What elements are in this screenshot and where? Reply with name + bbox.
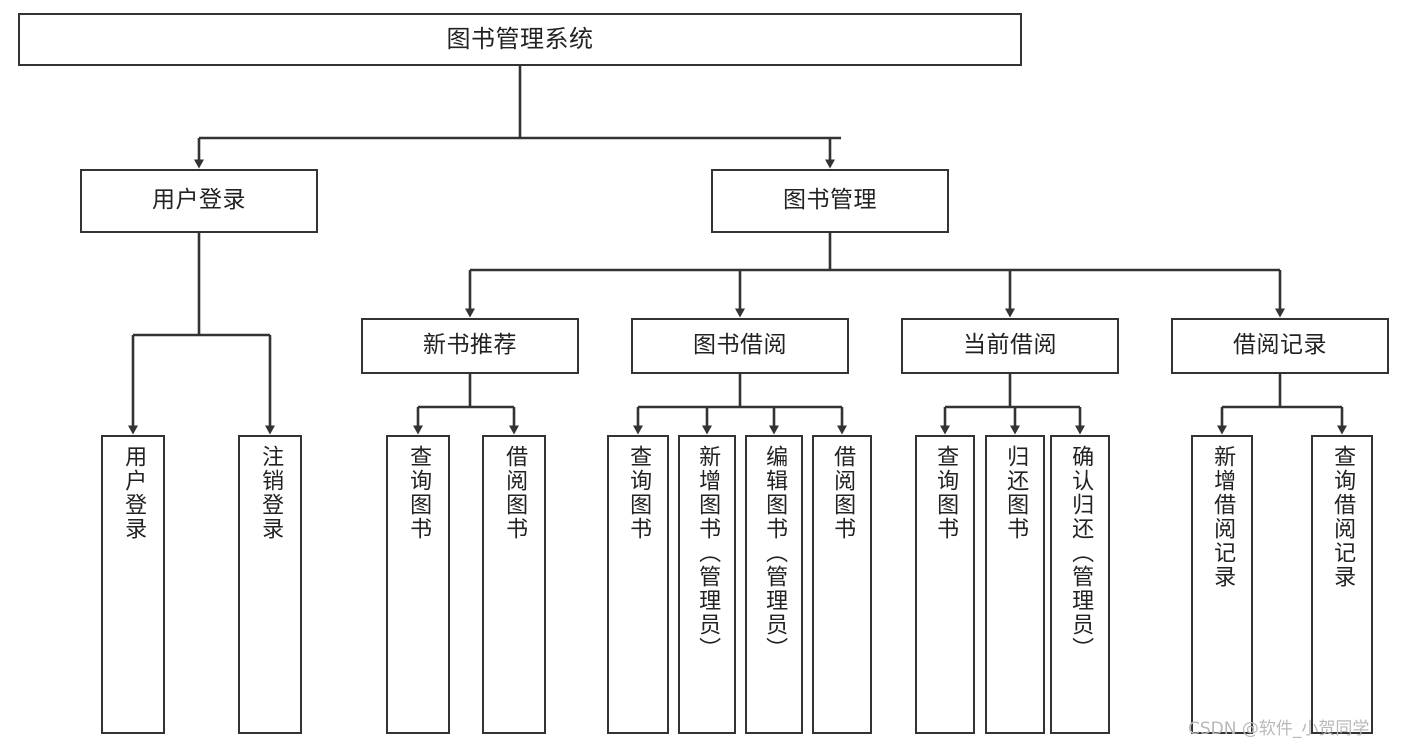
- node-root[interactable]: 图书管理系统: [18, 13, 1022, 66]
- leaf-return-book-label: 归还图书: [1003, 445, 1029, 541]
- leaf-user-login[interactable]: 用户登录: [101, 435, 165, 734]
- leaf-edit-book-admin-label: 编辑图书（管理员）: [762, 445, 788, 661]
- node-new-book-recommend-label: 新书推荐: [423, 332, 517, 359]
- leaf-add-book-admin[interactable]: 新增图书（管理员）: [678, 435, 736, 734]
- node-current-borrow-label: 当前借阅: [963, 332, 1057, 359]
- leaf-query-borrow-record-label: 查询借阅记录: [1330, 445, 1356, 589]
- leaf-add-borrow-record-label: 新增借阅记录: [1210, 445, 1236, 589]
- leaf-query-borrow-record[interactable]: 查询借阅记录: [1311, 435, 1373, 734]
- node-new-book-recommend[interactable]: 新书推荐: [361, 318, 579, 374]
- node-book-borrow-label: 图书借阅: [693, 332, 787, 359]
- leaf-query-book-current-label: 查询图书: [933, 445, 959, 541]
- leaf-add-borrow-record[interactable]: 新增借阅记录: [1191, 435, 1253, 734]
- leaf-borrow-book-newbook[interactable]: 借阅图书: [482, 435, 546, 734]
- node-borrow-record-label: 借阅记录: [1233, 332, 1327, 359]
- leaf-borrow-book[interactable]: 借阅图书: [812, 435, 872, 734]
- leaf-query-book-newbook[interactable]: 查询图书: [386, 435, 450, 734]
- leaf-add-book-admin-label: 新增图书（管理员）: [695, 445, 721, 661]
- leaf-logout[interactable]: 注销登录: [238, 435, 302, 734]
- leaf-borrow-book-label: 借阅图书: [830, 445, 856, 541]
- leaf-query-book-current[interactable]: 查询图书: [915, 435, 975, 734]
- watermark: CSDN @软件_小贺同学: [1188, 719, 1370, 739]
- node-root-label: 图书管理系统: [446, 25, 594, 54]
- leaf-edit-book-admin[interactable]: 编辑图书（管理员）: [745, 435, 803, 734]
- leaf-borrow-book-newbook-label: 借阅图书: [502, 445, 528, 541]
- leaf-confirm-return-admin[interactable]: 确认归还（管理员）: [1050, 435, 1110, 734]
- leaf-logout-label: 注销登录: [258, 445, 284, 541]
- leaf-query-book-newbook-label: 查询图书: [406, 445, 432, 541]
- leaf-query-book-borrow-label: 查询图书: [626, 445, 652, 541]
- node-borrow-record[interactable]: 借阅记录: [1171, 318, 1389, 374]
- node-book-management-label: 图书管理: [783, 187, 877, 214]
- node-user-login-label: 用户登录: [152, 187, 246, 214]
- leaf-confirm-return-admin-label: 确认归还（管理员）: [1068, 445, 1094, 661]
- node-book-management[interactable]: 图书管理: [711, 169, 949, 233]
- node-book-borrow[interactable]: 图书借阅: [631, 318, 849, 374]
- node-current-borrow[interactable]: 当前借阅: [901, 318, 1119, 374]
- leaf-return-book[interactable]: 归还图书: [985, 435, 1045, 734]
- node-user-login[interactable]: 用户登录: [80, 169, 318, 233]
- leaf-query-book-borrow[interactable]: 查询图书: [607, 435, 669, 734]
- leaf-user-login-label: 用户登录: [121, 445, 147, 541]
